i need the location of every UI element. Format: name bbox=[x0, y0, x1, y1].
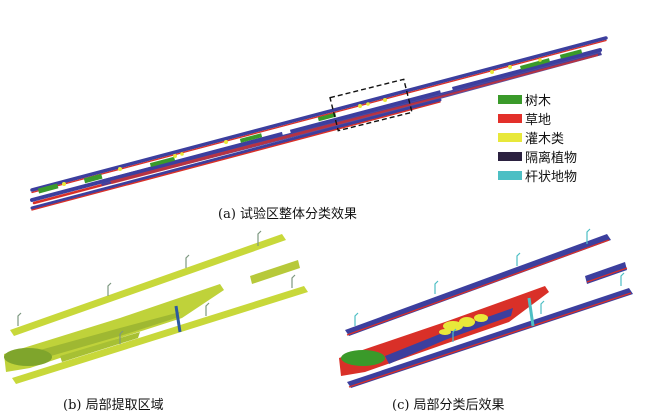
legend-swatch bbox=[498, 171, 522, 180]
cloud-lamp-posts bbox=[17, 230, 296, 344]
tree-clusters bbox=[37, 49, 583, 194]
strip-top-outer bbox=[30, 36, 608, 192]
tree-cluster bbox=[239, 133, 263, 143]
class-pole bbox=[527, 297, 535, 327]
legend-label: 隔离植物 bbox=[525, 151, 578, 166]
cloud-pole bbox=[174, 305, 182, 333]
cloud-strip-right bbox=[250, 260, 300, 284]
legend-label: 杆状地物 bbox=[525, 170, 578, 185]
legend-swatch bbox=[498, 152, 522, 161]
caption-c: (c) 局部分类后效果 bbox=[392, 398, 505, 413]
legend-item-trees: 树木 bbox=[498, 90, 577, 109]
class-poles bbox=[354, 228, 625, 342]
legend-swatch bbox=[498, 133, 522, 142]
tree-cluster bbox=[149, 156, 176, 168]
road-strips bbox=[30, 36, 608, 211]
cloud-main-median-dark bbox=[40, 312, 180, 358]
cloud-strip-lower bbox=[12, 286, 308, 384]
class-strip-top bbox=[345, 234, 611, 336]
legend-label: 草地 bbox=[525, 113, 552, 128]
legend-item-grass: 草地 bbox=[498, 109, 577, 128]
legend-item-shrubs: 灌木类 bbox=[498, 128, 577, 147]
shrub-dots bbox=[62, 58, 542, 186]
legend: 树木 草地 灌木类 隔离植物 杆状地物 bbox=[498, 90, 577, 185]
class-strip-top-red bbox=[346, 239, 610, 336]
legend-item-median-plants: 隔离植物 bbox=[498, 147, 577, 166]
panel-b-local-extraction bbox=[4, 230, 308, 384]
tree-cluster bbox=[317, 112, 337, 122]
panel-c-local-classification bbox=[339, 228, 633, 388]
legend-label: 树木 bbox=[525, 94, 552, 109]
strip-lower-red bbox=[31, 101, 441, 211]
class-shrub-blobs bbox=[439, 314, 488, 335]
caption-a: (a) 试验区整体分类效果 bbox=[218, 207, 358, 222]
median-grass bbox=[110, 54, 598, 184]
legend-swatch bbox=[498, 95, 522, 104]
class-tree-blob bbox=[341, 350, 385, 366]
tree-cluster bbox=[37, 183, 59, 194]
legend-item-poles: 杆状地物 bbox=[498, 166, 577, 185]
legend-swatch bbox=[498, 114, 522, 123]
panel-a-overall-classification bbox=[30, 36, 608, 211]
tree-cluster bbox=[519, 58, 551, 70]
caption-b: (b) 局部提取区域 bbox=[63, 398, 164, 413]
cloud-tree-blob bbox=[4, 348, 52, 366]
strip-lower-blue bbox=[30, 98, 442, 210]
class-strip-right-red bbox=[586, 267, 628, 283]
legend-label: 灌木类 bbox=[525, 132, 565, 147]
class-strip-lower-red bbox=[348, 292, 632, 388]
strip-gaps bbox=[281, 84, 453, 135]
cloud-strip-top bbox=[10, 234, 286, 336]
tree-cluster bbox=[83, 173, 103, 184]
tree-cluster bbox=[559, 49, 583, 59]
selection-box-dashed bbox=[329, 78, 413, 132]
class-strip-lower bbox=[347, 288, 633, 388]
